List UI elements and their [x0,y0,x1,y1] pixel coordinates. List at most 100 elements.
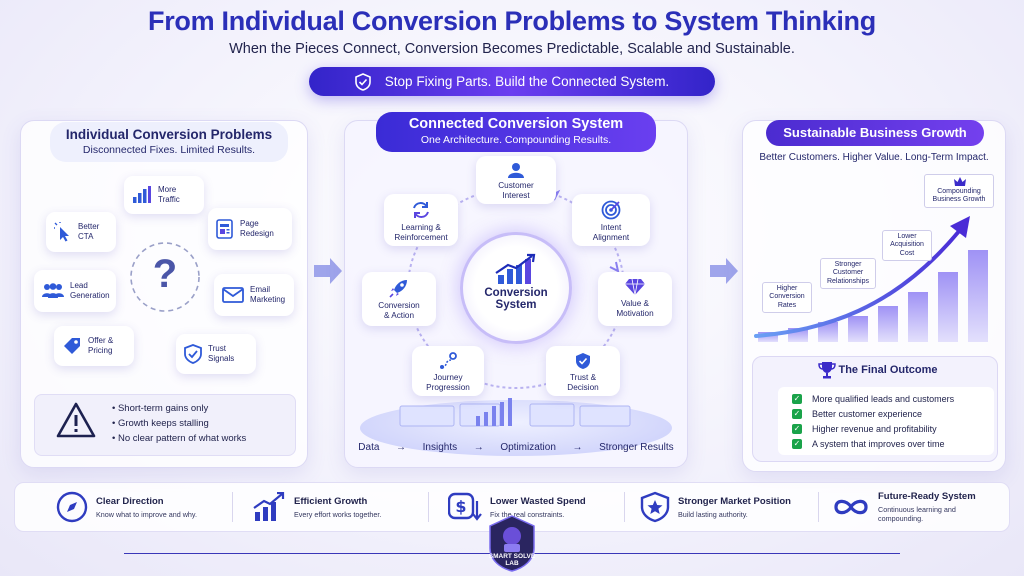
node-learning-reinforcement: Learning & Reinforcement [384,194,458,246]
conversion-system-hub: Conversion System [460,232,572,344]
left-panel-header: Individual Conversion Problems Disconnec… [50,122,288,162]
data-pipeline: Data → Insights → Optimization → Stronge… [350,436,682,458]
right-panel-title: Sustainable Business Growth [766,120,984,146]
divider [624,492,625,522]
page-title: From Individual Conversion Problems to S… [148,6,876,36]
dollar-down-icon: $ [448,492,482,521]
middle-panel-title: Connected Conversion System [408,116,624,132]
warning-icon [56,402,96,438]
pipeline-arrow: → [396,441,407,453]
pipeline-step: Optimization [500,441,556,453]
svg-text:$: $ [455,497,466,516]
growth-chart-icon [495,253,536,284]
growth-bar [968,250,988,342]
outcome-item: ✓Better customer experience [792,408,923,419]
rocket-icon [389,280,407,298]
problem-card-redesign: Page Redesign [208,208,292,250]
growth-bar [908,292,928,342]
problem-card-trust: Trust Signals [176,334,256,374]
problem-card-email: Email Marketing [214,274,294,316]
middle-panel-subtitle: One Architecture. Compounding Results. [420,134,612,146]
route-icon [440,352,457,369]
growth-bar [878,306,898,342]
page-icon [216,219,233,239]
logo-badge-icon [489,515,535,572]
milestone-label: Compounding Business Growth [924,174,994,208]
arrow-right-icon [710,258,738,284]
divider [232,492,233,522]
pipeline-step: Stronger Results [599,441,674,453]
check-icon: ✓ [792,423,802,434]
envelope-icon [222,287,244,303]
dashed-circle [130,242,200,312]
question-mark: ? [152,252,178,296]
left-panel-subtitle: Disconnected Fixes. Limited Results. [82,144,256,156]
logo-text: SMART SOLVE LAB [488,553,536,567]
platform-screens [399,398,631,427]
shield-check-icon [576,353,590,369]
node-conversion-action: Conversion & Action [362,272,436,326]
final-outcome-title: The Final Outcome [838,364,938,376]
check-icon: ✓ [792,393,802,404]
middle-panel-header: Connected Conversion System One Architec… [376,112,656,152]
divider [428,492,429,522]
customer-icon [508,163,524,178]
arrow-right-icon [314,258,342,284]
target-icon [601,200,621,220]
diamond-icon [625,278,645,296]
growth-curve [754,228,962,338]
node-journey-progression: Journey Progression [412,346,484,396]
node-value-motivation: Value & Motivation [598,272,672,326]
pipeline-step: Insights [422,441,458,453]
right-panel-subtitle: Better Customers. Higher Value. Long-Ter… [759,152,989,163]
milestone-label: Stronger Customer Relationships [820,258,876,290]
price-tag-icon [64,338,80,354]
shield-check-icon [354,72,371,91]
growth-bar [818,322,838,342]
problem-card-lead-gen: Lead Generation [34,270,116,312]
shield-check-icon [184,344,202,364]
warning-list: Short-term gains only Growth keeps stall… [112,401,246,446]
hub-label: Conversion System [484,287,548,311]
warning-item: No clear pattern of what works [112,431,246,446]
refresh-icon [413,202,429,218]
outcome-item: ✓Higher revenue and profitability [792,423,937,434]
milestone-label: Lower Acquisition Cost [882,230,932,262]
infinity-icon [834,499,868,515]
page-subtitle: When the Pieces Connect, Conversion Beco… [229,41,795,57]
growth-bar [758,332,778,342]
brand-logo: SMART SOLVE LAB [486,514,538,572]
warning-item: Short-term gains only [112,401,246,416]
milestone-label: Higher Conversion Rates [762,282,812,314]
check-icon: ✓ [792,408,802,419]
growth-bar-chart [754,216,988,342]
check-icon: ✓ [792,438,802,449]
outcome-item: ✓A system that improves over time [792,438,945,449]
pipeline-arrow: → [473,441,484,453]
banner-text: Stop Fixing Parts. Build the Connected S… [384,74,670,89]
star-shield-icon [640,491,670,523]
node-customer-interest: Customer Interest [476,156,556,204]
crown-icon [954,177,966,186]
pipeline-step: Data [358,441,380,453]
compass-icon [56,491,88,523]
outcome-item: ✓More qualified leads and customers [792,393,955,404]
outcome-list: ✓More qualified leads and customers ✓Bet… [778,387,994,455]
bar-chart-icon [133,186,151,203]
cursor-click-icon [54,222,69,242]
problem-card-pricing: Offer & Pricing [54,326,134,366]
warning-item: Growth keeps stalling [112,416,246,431]
banner: Stop Fixing Parts. Build the Connected S… [309,67,715,96]
pipeline-arrow: → [572,441,583,453]
divider [818,492,819,522]
arrowhead-icon [950,216,970,238]
node-intent-alignment: Intent Alignment [572,194,650,246]
left-panel-title: Individual Conversion Problems [65,127,273,142]
growth-bar [938,272,958,342]
problem-card-traffic: More Traffic [124,176,204,214]
